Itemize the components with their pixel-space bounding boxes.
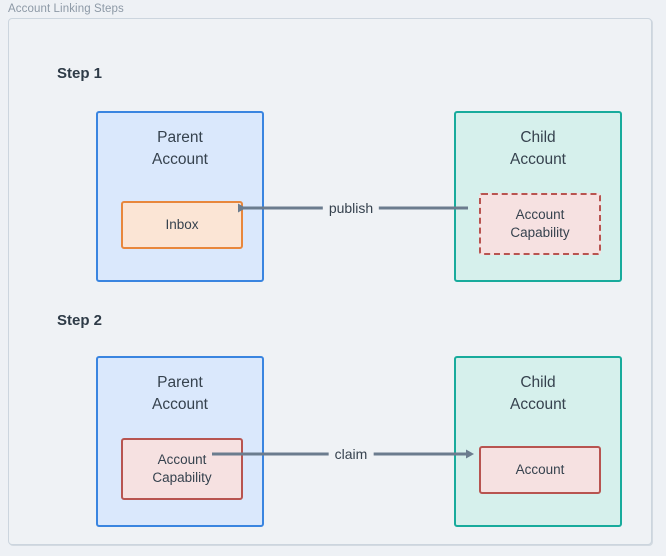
step-1-parent-inbox-node[interactable]: Inbox bbox=[121, 201, 243, 249]
figure-caption: Account Linking Steps bbox=[8, 3, 124, 15]
edge-publish-label: publish bbox=[322, 200, 380, 216]
step-2-parent-account[interactable]: Parent Account Account Capability bbox=[96, 356, 264, 527]
step-2-child-account[interactable]: Child Account Account bbox=[454, 356, 622, 527]
step-1-parent-account-title: Parent Account bbox=[151, 129, 208, 168]
step-1-child-account-capability-node[interactable]: Account Capability bbox=[479, 193, 601, 255]
step-2-label: Step 2 bbox=[57, 312, 103, 329]
step-2-child-account-title: Child Account bbox=[509, 374, 566, 413]
step-1-child-account-title: Child Account bbox=[509, 129, 566, 168]
step-1-label: Step 1 bbox=[57, 65, 103, 82]
step-2-parent-account-title: Parent Account bbox=[151, 374, 208, 413]
diagram-frame: Step 1 Parent Account Inbox Child Accoun… bbox=[8, 18, 652, 545]
edge-claim-label: claim bbox=[328, 446, 374, 462]
step-2-parent-account-capability-node[interactable]: Account Capability bbox=[121, 438, 243, 500]
step-1-parent-account[interactable]: Parent Account Inbox bbox=[96, 111, 264, 282]
step-2-child-account-node[interactable]: Account bbox=[479, 446, 601, 494]
step-1-child-account[interactable]: Child Account Account Capability bbox=[454, 111, 622, 282]
